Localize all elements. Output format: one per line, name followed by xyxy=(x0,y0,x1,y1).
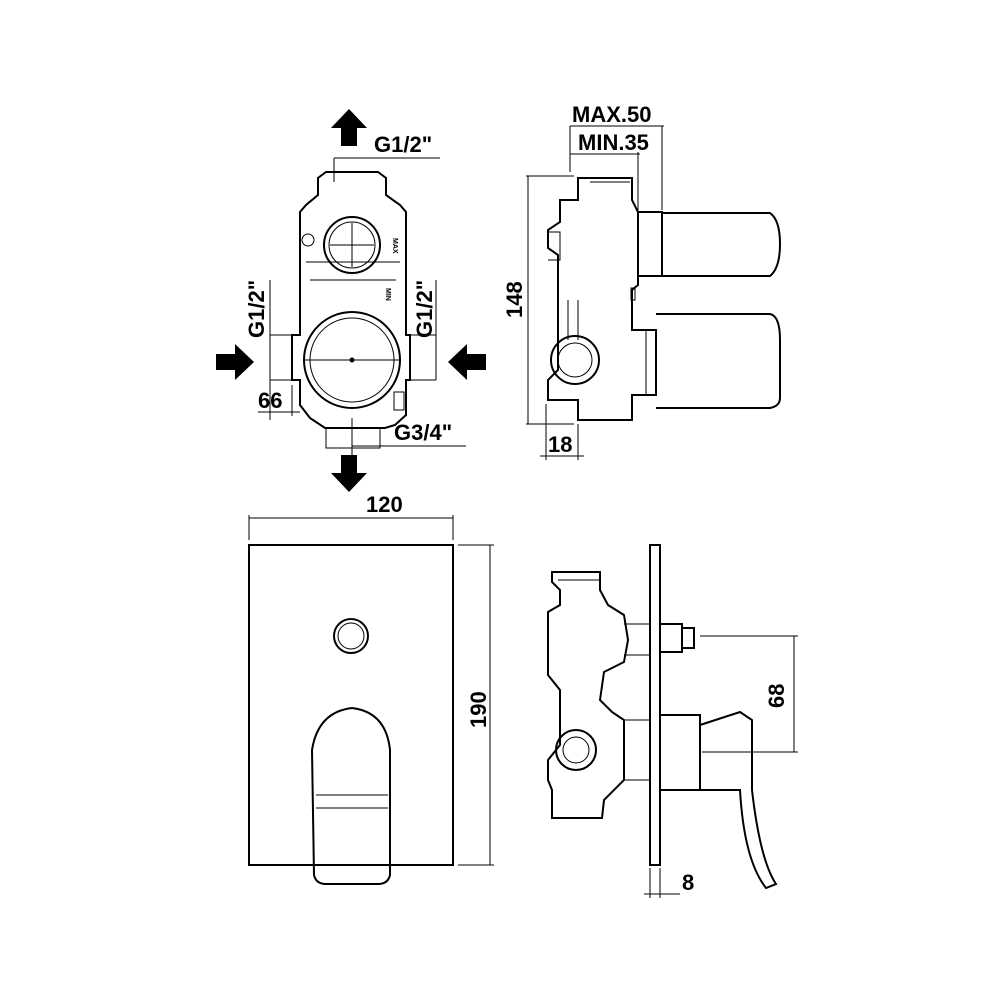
arrow-right-icon xyxy=(216,344,254,380)
offset-18-label: 18 xyxy=(548,432,572,457)
plate-thickness-8-label: 8 xyxy=(682,870,694,895)
max-depth-label: MAX.50 xyxy=(572,102,651,127)
side-assembly-view: 68 8 xyxy=(547,544,798,898)
body-label-max: MAX xyxy=(391,238,398,254)
arrow-up-icon xyxy=(331,109,367,146)
front-plate-view: 120 190 xyxy=(248,492,494,885)
height-148-label: 148 xyxy=(502,281,527,318)
dim-66-label: 66 xyxy=(258,388,282,413)
height-190-label: 190 xyxy=(466,691,491,728)
arrow-left-icon xyxy=(448,344,486,380)
min-depth-label: MIN.35 xyxy=(578,130,649,155)
width-120-label: 120 xyxy=(366,492,403,517)
arrow-down-icon xyxy=(331,455,367,492)
valve-body-plan-view: MAX MIN G1/2" G1/2" G1/2" G3/4" 66 xyxy=(216,109,486,492)
valve-body-side-view: MAX.50 MIN.35 148 18 xyxy=(502,102,782,460)
inlet-right-label: G1/2" xyxy=(412,280,437,338)
outlet-bottom-label: G3/4" xyxy=(394,420,452,445)
body-label-min: MIN xyxy=(384,288,391,301)
outlet-top-label: G1/2" xyxy=(374,132,432,157)
handle-offset-68-label: 68 xyxy=(764,684,789,708)
inlet-left-label: G1/2" xyxy=(244,280,269,338)
